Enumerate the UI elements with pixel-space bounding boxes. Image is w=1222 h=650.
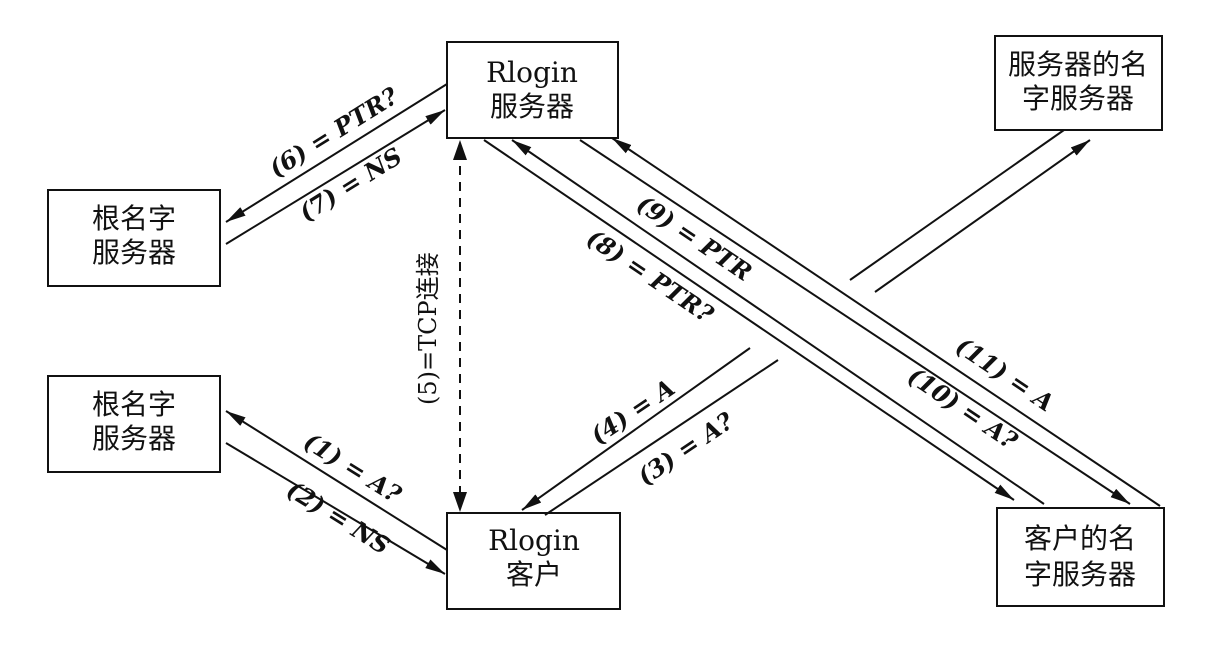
server-name-server-node: 服务器的名 字服务器: [994, 35, 1163, 131]
client-name-server-node: 客户的名 字服务器: [996, 507, 1165, 607]
tcp-arrowhead-down: [453, 492, 467, 512]
arrow-step-6: [225, 83, 448, 223]
root-ns-top-line2: 服务器: [92, 236, 176, 269]
arrow-step-7: [225, 109, 446, 245]
root-ns-bottom-line1: 根名字: [92, 388, 176, 421]
rlogin-client-line1: Rlogin: [488, 524, 580, 557]
server-ns-line2: 字服务器: [1022, 82, 1134, 115]
client-ns-line2: 字服务器: [1024, 558, 1136, 591]
rlogin-server-node: Rlogin 服务器: [446, 41, 619, 139]
rlogin-client-line2: 客户: [506, 558, 562, 591]
root-name-server-top-node: 根名字 服务器: [47, 189, 221, 287]
label-step-4: (4) = A: [585, 373, 680, 450]
rlogin-server-line1: Rlogin: [486, 56, 578, 89]
client-ns-line1: 客户的名: [1024, 522, 1136, 555]
tcp-arrowhead-up: [453, 140, 467, 160]
arrow-step-11: [611, 137, 1161, 507]
server-ns-line1: 服务器的名: [1008, 48, 1148, 81]
arrow-step-10: [579, 139, 1131, 505]
arrow-step-2: [225, 442, 446, 575]
arrow-step-4-continued: [849, 129, 1065, 281]
root-ns-bottom-line2: 服务器: [92, 422, 176, 455]
arrow-step-1: [225, 410, 448, 551]
root-name-server-bottom-node: 根名字 服务器: [47, 375, 221, 473]
rlogin-client-node: Rlogin 客户: [446, 512, 621, 610]
label-step-5: (5)=TCP连接: [414, 252, 442, 405]
arrow-step-8: [483, 139, 1015, 501]
rlogin-server-line2: 服务器: [490, 90, 574, 123]
arrow-step-3: [544, 359, 779, 516]
arrow-step-4: [521, 347, 751, 511]
arrow-step-3-continued: [874, 139, 1091, 293]
arrow-step-9: [511, 139, 1045, 505]
root-ns-top-line1: 根名字: [92, 202, 176, 235]
